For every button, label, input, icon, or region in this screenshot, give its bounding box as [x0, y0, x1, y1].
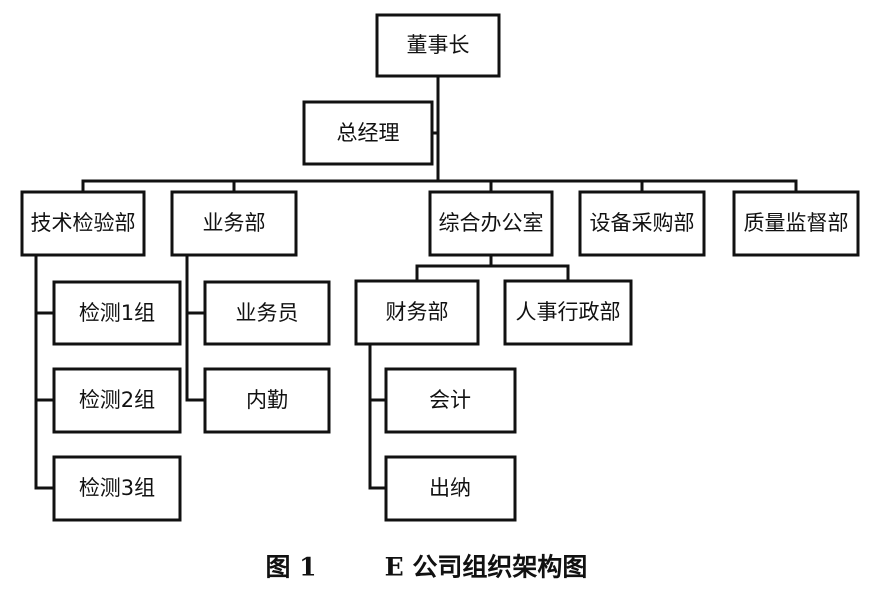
node-inspection-group-1: 检测1组	[52, 280, 182, 346]
node-hr-admin-dept: 人事行政部	[503, 279, 633, 346]
node-dept-business: 业务部	[170, 190, 298, 257]
figure-title: E 公司组织架构图	[385, 553, 588, 582]
node-label: 设备采购部	[590, 211, 695, 235]
node-general-manager: 总经理	[302, 100, 434, 166]
figure-caption: 图 1 E 公司组织架构图	[265, 553, 587, 582]
node-dept-tech-inspection: 技术检验部	[20, 190, 146, 257]
node-dept-general-office: 综合办公室	[428, 190, 554, 257]
node-dept-procurement: 设备采购部	[578, 190, 706, 257]
node-label: 检测3组	[79, 476, 155, 500]
node-accountant: 会计	[384, 367, 517, 434]
node-inspection-group-3: 检测3组	[52, 455, 182, 522]
node-chairman: 董事长	[375, 13, 501, 78]
node-label: 财务部	[386, 300, 449, 324]
node-label: 人事行政部	[516, 300, 621, 324]
node-label: 出纳	[429, 476, 471, 500]
connector-lines	[34, 74, 798, 490]
node-label: 技术检验部	[31, 211, 136, 235]
node-label: 业务部	[203, 211, 266, 235]
node-label: 综合办公室	[439, 211, 544, 235]
node-label: 总经理	[337, 121, 400, 145]
node-label: 内勤	[246, 388, 288, 412]
node-label: 质量监督部	[744, 211, 849, 235]
node-dept-quality: 质量监督部	[732, 190, 860, 257]
node-salesperson: 业务员	[203, 280, 331, 346]
figure-number: 图 1	[265, 553, 316, 582]
node-label: 业务员	[236, 301, 299, 325]
node-finance-dept: 财务部	[354, 279, 480, 346]
node-inspection-group-2: 检测2组	[52, 367, 182, 434]
node-label: 检测2组	[79, 388, 155, 412]
node-label: 董事长	[407, 33, 470, 57]
node-office-clerk: 内勤	[203, 367, 331, 434]
node-label: 检测1组	[79, 301, 155, 325]
node-label: 会计	[429, 388, 471, 412]
node-cashier: 出纳	[384, 455, 517, 522]
